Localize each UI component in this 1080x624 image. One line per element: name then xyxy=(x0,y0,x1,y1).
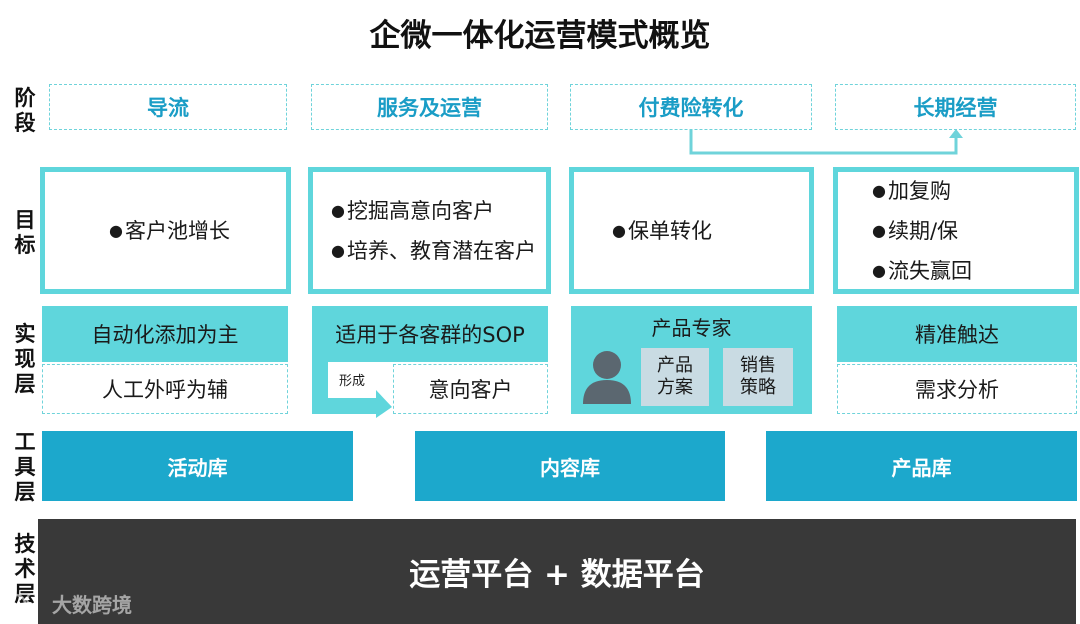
tech-platform-bar: 运营平台 + 数据平台 xyxy=(38,519,1076,624)
impl-box-sop: 适用于各客群的SOP xyxy=(312,306,548,362)
goal-box-2: ● 挖掘高意向客户 ● 培养、教育潜在客户 xyxy=(308,167,551,294)
row-label-stage-text: 阶段 xyxy=(14,86,36,135)
watermark-logo-icon xyxy=(5,593,38,615)
row-label-tool: 工具层 xyxy=(8,430,42,505)
impl-label: 自动化添加为主 xyxy=(91,323,239,347)
row-label-tech: 技术层 xyxy=(8,532,42,607)
stage-box-2: 服务及运营 xyxy=(311,84,548,130)
goal-item: ● 客户池增长 xyxy=(109,211,276,251)
row-label-stage: 阶段 xyxy=(8,86,42,136)
person-avatar-icon xyxy=(583,351,631,404)
stage-label-3: 付费险转化 xyxy=(638,96,744,120)
row-label-goal: 目标 xyxy=(8,208,42,258)
row-label-impl: 实现层 xyxy=(8,322,42,397)
goal-text: 续期/保 xyxy=(887,218,959,243)
impl-box-needs-analysis: 需求分析 xyxy=(837,364,1077,414)
impl-box-auto-add: 自动化添加为主 xyxy=(42,306,288,362)
goal-text: 流失赢回 xyxy=(887,258,972,283)
impl-box-product-expert: 产品专家 产品 方案 销售 策略 xyxy=(571,306,812,414)
form-arrow-icon xyxy=(312,360,392,418)
tool-box-product: 产品库 xyxy=(766,431,1077,501)
goal-box-3: ● 保单转化 xyxy=(569,167,814,294)
stage-label-4: 长期经营 xyxy=(913,96,998,120)
watermark: 大数跨境 xyxy=(4,588,132,618)
impl-box-manual-call: 人工外呼为辅 xyxy=(42,364,288,414)
goal-box-1: ● 客户池增长 xyxy=(40,167,291,294)
stage-box-3: 付费险转化 xyxy=(570,84,812,130)
goal-text: 保单转化 xyxy=(627,218,712,243)
impl-box-intent-customer: 意向客户 xyxy=(393,364,548,414)
impl-box-precise-reach: 精准触达 xyxy=(837,306,1077,362)
bullet-icon: ● xyxy=(612,220,626,240)
bullet-icon: ● xyxy=(109,220,123,240)
tool-box-content: 内容库 xyxy=(415,431,725,501)
tool-label: 产品库 xyxy=(891,455,952,480)
tool-box-activity: 活动库 xyxy=(42,431,353,501)
row-label-goal-text: 目标 xyxy=(14,208,36,257)
goal-item: ● 保单转化 xyxy=(612,211,799,251)
impl-label: 人工外呼为辅 xyxy=(102,378,228,402)
bullet-icon: ● xyxy=(872,260,886,280)
goal-box-4: ● 加复购 ● 续期/保 ● 流失赢回 xyxy=(833,167,1079,294)
bullet-icon: ● xyxy=(872,220,886,240)
goal-item: ● 加复购 xyxy=(872,171,1064,211)
impl-label: 产品专家 xyxy=(651,316,732,340)
stage-label-1: 导流 xyxy=(147,96,189,120)
watermark-text: 大数跨境 xyxy=(52,592,132,617)
goal-item: ● 挖掘高意向客户 xyxy=(331,191,536,231)
goal-text: 挖掘高意向客户 xyxy=(346,198,494,223)
form-arrow-label: 形成 xyxy=(339,374,366,389)
goal-text: 培养、教育潜在客户 xyxy=(346,238,536,263)
tool-label: 活动库 xyxy=(167,455,228,480)
impl-label: 精准触达 xyxy=(915,323,999,347)
impl-label: 需求分析 xyxy=(915,378,999,402)
expert-card-sales-strategy: 销售 策略 xyxy=(723,348,793,406)
row-label-impl-text: 实现层 xyxy=(14,322,36,396)
impl-label: 适用于各客群的SOP xyxy=(335,323,525,347)
impl-label: 意向客户 xyxy=(428,378,513,402)
expert-card-product-plan: 产品 方案 xyxy=(641,348,709,406)
bullet-icon: ● xyxy=(331,240,345,260)
tool-label: 内容库 xyxy=(540,455,600,480)
stage-box-4: 长期经营 xyxy=(835,84,1076,130)
goal-item: ● 流失赢回 xyxy=(872,251,1064,291)
stage-box-1: 导流 xyxy=(49,84,287,130)
stage-label-2: 服务及运营 xyxy=(377,96,482,120)
row-label-tech-text: 技术层 xyxy=(14,532,36,606)
page-title: 企微一体化运营模式概览 xyxy=(369,18,711,54)
bullet-icon: ● xyxy=(872,180,886,200)
bullet-icon: ● xyxy=(331,200,345,220)
goal-text: 加复购 xyxy=(887,178,951,203)
tech-label: 运营平台 + 数据平台 xyxy=(409,557,705,593)
goal-item: ● 续期/保 xyxy=(872,211,1064,251)
row-label-tool-text: 工具层 xyxy=(14,430,36,504)
goal-text: 客户池增长 xyxy=(124,218,230,243)
goal-item: ● 培养、教育潜在客户 xyxy=(331,231,536,271)
